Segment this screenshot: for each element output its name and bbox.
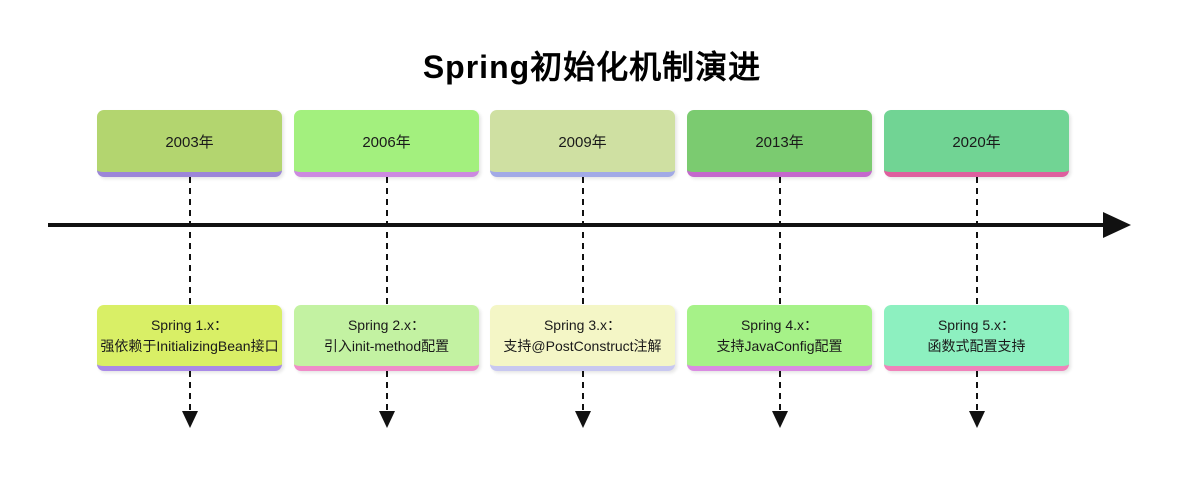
milestone-description: 函数式配置支持 bbox=[927, 337, 1026, 354]
dashed-connector-lower bbox=[581, 371, 584, 413]
year-box: 2020年 bbox=[884, 110, 1069, 177]
year-label: 2020年 bbox=[952, 133, 1001, 151]
milestone-version: Spring 1.x： bbox=[150, 317, 229, 334]
dashed-connector-upper bbox=[188, 177, 191, 305]
milestone-description: 支持@PostConstruct注解 bbox=[503, 337, 662, 354]
milestone-description: 支持JavaConfig配置 bbox=[716, 337, 843, 354]
right-arrowhead-icon bbox=[1103, 212, 1131, 238]
milestone-box: Spring 2.x： 引入init-method配置 bbox=[294, 305, 479, 371]
timeline-column-2003: 2003年 Spring 1.x： 强依赖于InitializingBean接口 bbox=[97, 0, 282, 477]
year-box: 2013年 bbox=[687, 110, 872, 177]
milestone-version: Spring 3.x： bbox=[543, 317, 622, 334]
timeline-column-2020: 2020年 Spring 5.x： 函数式配置支持 bbox=[884, 0, 1069, 477]
year-label: 2006年 bbox=[362, 133, 411, 151]
year-label: 2009年 bbox=[558, 133, 607, 151]
timeline-column-2013: 2013年 Spring 4.x： 支持JavaConfig配置 bbox=[687, 0, 872, 477]
page-title: Spring初始化机制演进 bbox=[422, 49, 762, 85]
milestone-box: Spring 4.x： 支持JavaConfig配置 bbox=[687, 305, 872, 371]
dashed-connector-upper bbox=[385, 177, 388, 305]
down-arrowhead-icon bbox=[968, 411, 985, 428]
milestone-description: 引入init-method配置 bbox=[323, 337, 450, 354]
timeline-column-2006: 2006年 Spring 2.x： 引入init-method配置 bbox=[294, 0, 479, 477]
dashed-connector-lower bbox=[778, 371, 781, 413]
down-arrowhead-icon bbox=[181, 411, 198, 428]
dashed-connector-upper bbox=[778, 177, 781, 305]
milestone-version: Spring 2.x： bbox=[347, 317, 426, 334]
dashed-connector-upper bbox=[975, 177, 978, 305]
timeline-axis bbox=[48, 223, 1106, 227]
down-arrowhead-icon bbox=[771, 411, 788, 428]
milestone-box: Spring 3.x： 支持@PostConstruct注解 bbox=[490, 305, 675, 371]
down-arrowhead-icon bbox=[574, 411, 591, 428]
dashed-connector-lower bbox=[975, 371, 978, 413]
milestone-description: 强依赖于InitializingBean接口 bbox=[100, 337, 279, 354]
milestone-box: Spring 1.x： 强依赖于InitializingBean接口 bbox=[97, 305, 282, 371]
down-arrowhead-icon bbox=[378, 411, 395, 428]
timeline-column-2009: 2009年 Spring 3.x： 支持@PostConstruct注解 bbox=[490, 0, 675, 477]
milestone-box: Spring 5.x： 函数式配置支持 bbox=[884, 305, 1069, 371]
milestone-version: Spring 4.x： bbox=[740, 317, 819, 334]
year-box: 2009年 bbox=[490, 110, 675, 177]
year-label: 2013年 bbox=[755, 133, 804, 151]
dashed-connector-upper bbox=[581, 177, 584, 305]
year-box: 2006年 bbox=[294, 110, 479, 177]
dashed-connector-lower bbox=[385, 371, 388, 413]
dashed-connector-lower bbox=[188, 371, 191, 413]
year-label: 2003年 bbox=[165, 133, 214, 151]
year-box: 2003年 bbox=[97, 110, 282, 177]
milestone-version: Spring 5.x： bbox=[937, 317, 1016, 334]
